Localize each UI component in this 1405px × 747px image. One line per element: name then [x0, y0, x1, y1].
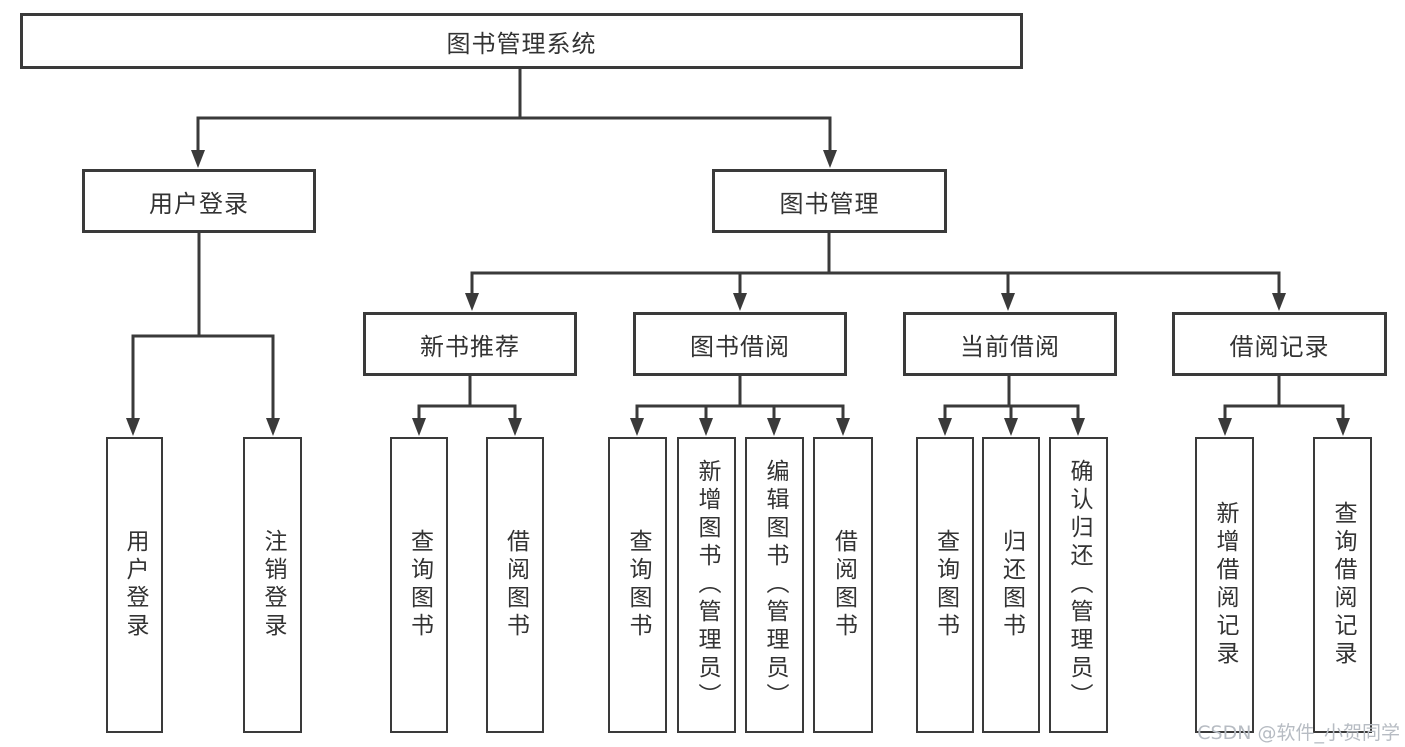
leaf-edit-book-admin: 编辑图书（管理员） — [745, 437, 804, 733]
node-label: 新增借阅记录 — [1212, 501, 1238, 669]
node-label: 图书管理 — [779, 189, 880, 218]
leaf-add-book-admin: 新增图书（管理员） — [677, 437, 736, 733]
leaf-query-books-recommend: 查询图书 — [390, 437, 448, 733]
node-book-borrowing: 图书借阅 — [633, 312, 847, 376]
csdn-watermark: CSDN @软件_小贺同学 — [1197, 722, 1400, 744]
node-label: 新书推荐 — [420, 332, 520, 361]
leaf-logout: 注销登录 — [243, 437, 302, 733]
node-label: 图书管理系统 — [446, 29, 597, 58]
leaf-add-borrow-record: 新增借阅记录 — [1195, 437, 1254, 733]
node-label: 查询借阅记录 — [1330, 501, 1356, 669]
node-label: 借阅图书 — [830, 529, 857, 641]
node-label: 借阅图书 — [502, 529, 529, 641]
leaf-query-borrow-record: 查询借阅记录 — [1313, 437, 1372, 733]
leaf-confirm-return-admin: 确认归还（管理员） — [1049, 437, 1108, 733]
node-book-management: 图书管理 — [712, 169, 947, 233]
node-current-borrowing: 当前借阅 — [903, 312, 1117, 376]
node-label: 注销登录 — [260, 529, 286, 641]
node-label: 归还图书 — [998, 529, 1025, 641]
leaf-borrow-books: 借阅图书 — [813, 437, 873, 733]
node-borrowing-records: 借阅记录 — [1172, 312, 1387, 376]
node-new-book-recommendation: 新书推荐 — [363, 312, 577, 376]
leaf-user-login: 用户登录 — [106, 437, 163, 733]
node-label: 确认归还（管理员） — [1066, 459, 1092, 711]
node-label: 编辑图书（管理员） — [762, 459, 788, 711]
node-label: 新增图书（管理员） — [694, 459, 720, 711]
node-label: 查询图书 — [932, 529, 959, 641]
node-label: 借阅记录 — [1229, 332, 1330, 361]
node-label: 用户登录 — [122, 529, 148, 641]
node-label: 当前借阅 — [960, 332, 1060, 361]
leaf-return-books: 归还图书 — [982, 437, 1040, 733]
node-user-login: 用户登录 — [82, 169, 316, 233]
node-label: 查询图书 — [406, 529, 433, 641]
leaf-borrow-books-recommend: 借阅图书 — [486, 437, 544, 733]
node-label: 用户登录 — [149, 189, 249, 218]
node-label: 图书借阅 — [690, 332, 790, 361]
node-library-management-system: 图书管理系统 — [20, 13, 1023, 69]
node-label: 查询图书 — [625, 529, 651, 641]
leaf-query-books-borrow: 查询图书 — [608, 437, 667, 733]
leaf-query-books-current: 查询图书 — [916, 437, 974, 733]
